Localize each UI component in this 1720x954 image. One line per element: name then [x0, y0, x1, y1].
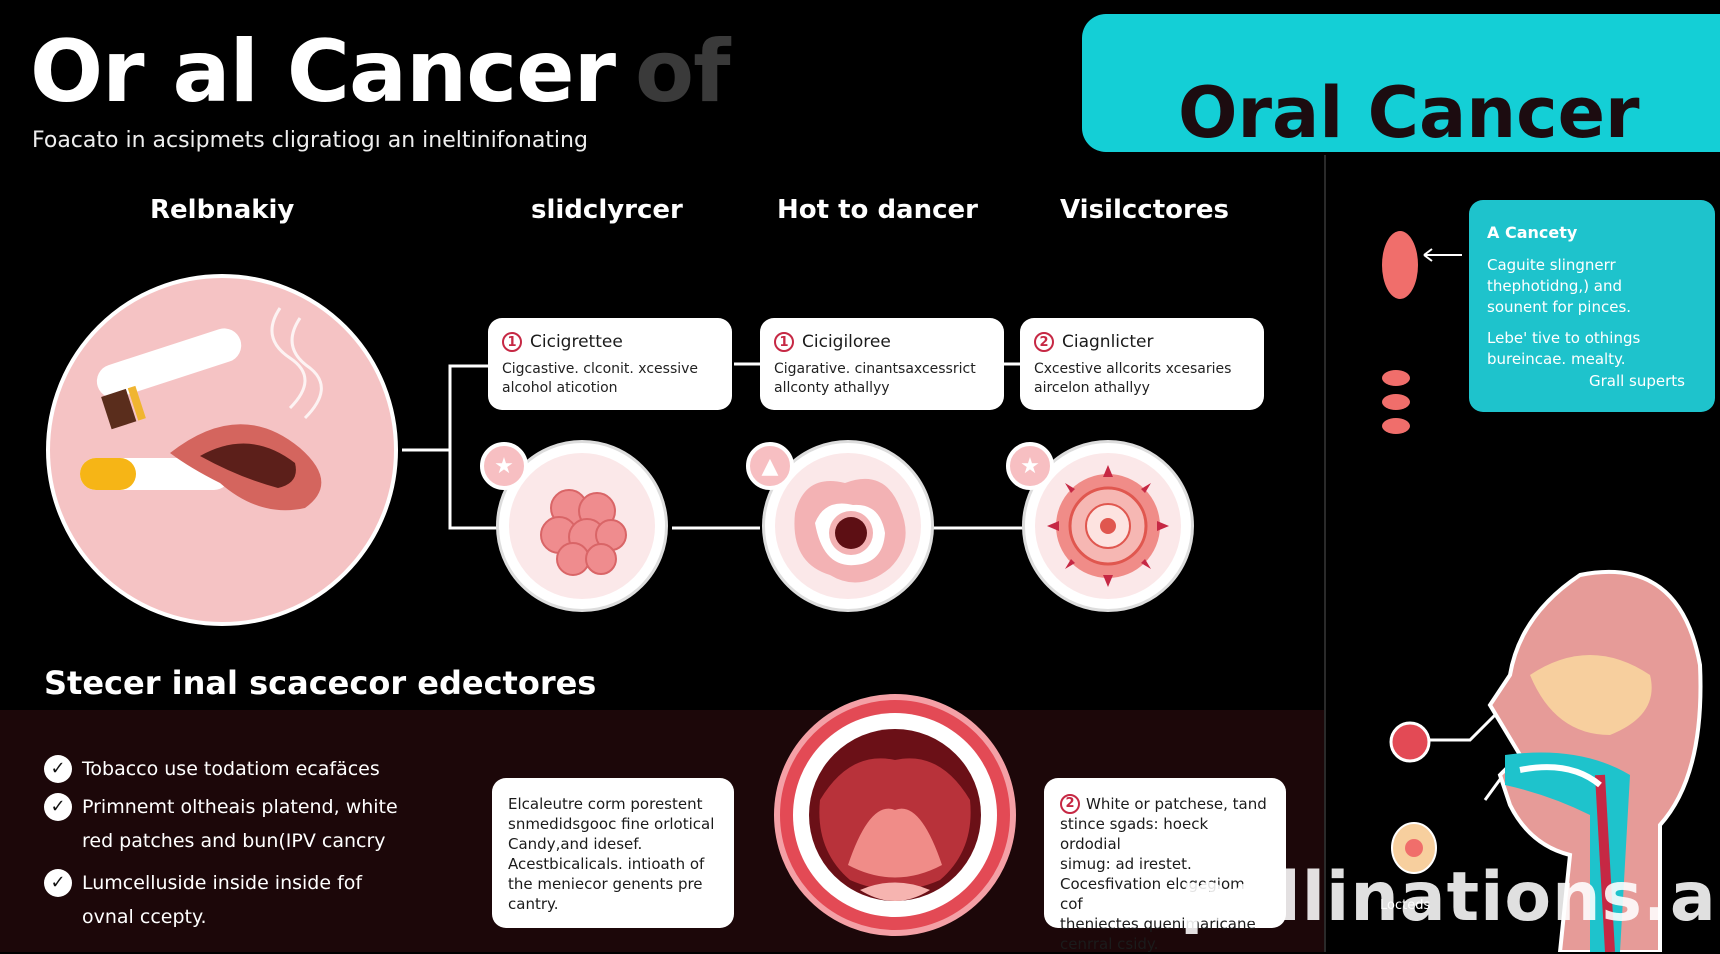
card-body: Cigcastive. clconit. xcessive alcohol at… [502, 361, 699, 396]
card-line: White or patchese, tand [1086, 795, 1267, 813]
category-label: Visilcctores [1060, 195, 1229, 225]
title-banner: Oral Cancer [1082, 14, 1720, 154]
card-line: cantry. [508, 895, 559, 913]
head-profile-icon [1487, 569, 1703, 952]
lesion-icon [1382, 370, 1410, 386]
lesion-icon [1389, 721, 1431, 763]
subtitle: Foacato in acsipmets cligratiogı an inel… [32, 128, 588, 153]
card-line: theniectes quenimaricane [1060, 915, 1256, 933]
checklist-item: ✓ Lumce⁠lluside inside inside fof ovnal c… [44, 866, 362, 934]
number-badge: 1 [774, 332, 794, 352]
lesion-icon [1382, 394, 1410, 410]
star-icon: ★ [480, 442, 528, 490]
cell-icon [1391, 822, 1437, 874]
tumor-cell-icon [1047, 465, 1169, 587]
info-text: Lebe' tive to othings bureincae. mealty. [1487, 329, 1641, 368]
check-icon: ✓ [44, 755, 72, 783]
card-body: Cxcestive allcorits xcesaries aircelon a… [1034, 361, 1232, 396]
number-badge: 2 [1060, 794, 1080, 814]
title-text: Or al Cancer [30, 22, 616, 122]
cell-nucleus-icon [794, 478, 906, 583]
smoke-icon [270, 307, 323, 420]
cigarette-icon [96, 328, 242, 430]
info-card-right: A Cancety Caguite slingnerr thephotidng,… [1469, 200, 1715, 412]
card-title: Ciagnlicter [1062, 332, 1154, 352]
section-title: Stecer inal scacecor edectores [44, 664, 597, 702]
checklist-item: ✓ Primnemt oltheais platend, white red pa… [44, 790, 398, 858]
number-badge: 1 [502, 332, 522, 352]
card-title: Cicigrettee [530, 332, 623, 352]
card-line: the meniecor genents pre [508, 875, 703, 893]
risk-card: 2 Ciagnlicter Cxcestive allcorits xcesari… [1020, 318, 1264, 410]
card-line: Candy,and idesef. [508, 835, 643, 853]
star-icon: ★ [1006, 442, 1054, 490]
triangle-icon: ▲ [746, 442, 794, 490]
cell-illustration [762, 440, 934, 612]
card-line: stince sgads: hoeck ordodial [1060, 815, 1209, 853]
info-card-bottom: 2 White or patchese, tand stince sgads: h… [1044, 778, 1286, 953]
checklist-text: Lumce⁠lluside inside inside fof [82, 872, 363, 894]
card-title: Cicigiloree [802, 332, 891, 352]
card-line: cenrral csidy. [1060, 935, 1159, 953]
tobacco-illustration [46, 274, 398, 626]
watermark: pollinations.ai [1180, 858, 1720, 937]
info-heading: A Cancety [1487, 223, 1578, 242]
card-line: Cocesfivation elogegiom cof [1060, 875, 1245, 913]
info-card-bottom: Elcaleutre corm porestent snmedidsgooc f… [492, 778, 734, 928]
checklist-text: Tobacco use todatiom ecafäces [82, 758, 380, 780]
risk-card: 1 Cicigiloree Cigarative. cinantsaxcessri… [760, 318, 1004, 410]
info-text: Caguite slingnerr thephotidng,) and soun… [1487, 256, 1632, 316]
card-line: Acestbicalicals. intioath of [508, 855, 705, 873]
risk-card: 1 Cicigrettee Cigcastive. clconit. xcessi… [488, 318, 732, 410]
number-badge: 2 [1034, 332, 1054, 352]
checklist-text: Primnemt oltheais platend, white [82, 796, 398, 818]
tongue-icon [1382, 231, 1418, 299]
card-body: Cigarative. cinantsaxcessrict allconty a… [774, 361, 976, 396]
cell-cluster-icon [540, 489, 627, 576]
tiny-label: Locteds [1380, 898, 1431, 913]
check-icon: ✓ [44, 869, 72, 897]
category-label: Relbnakiy [150, 195, 295, 225]
card-line: Elcaleutre corm porestent [508, 795, 703, 813]
checklist-text: red patches and bun(IPV cancry [82, 830, 386, 852]
title-ghost-text: of [635, 22, 730, 122]
tongue-icon [170, 424, 322, 511]
category-label: Hot to dancer [777, 195, 978, 225]
check-icon: ✓ [44, 793, 72, 821]
mouth-icon [774, 694, 1016, 936]
category-label: slidclyrcer [531, 195, 683, 225]
card-line: snmedidsgooc fine orlotical [508, 815, 715, 833]
checklist-item: ✓ Tobacco use todatiom ecafäces [44, 752, 380, 786]
card-line: simug: ad irestet. [1060, 855, 1192, 873]
arrow-left-icon [1423, 248, 1462, 262]
banner-title: Oral Cancer [1178, 72, 1640, 154]
info-footer: Grall superts [1588, 372, 1685, 390]
checklist-text: ovnal ccepty. [82, 906, 207, 928]
panel-divider [1324, 155, 1326, 952]
organ-icons [1382, 231, 1418, 434]
lesion-icon [1382, 418, 1410, 434]
